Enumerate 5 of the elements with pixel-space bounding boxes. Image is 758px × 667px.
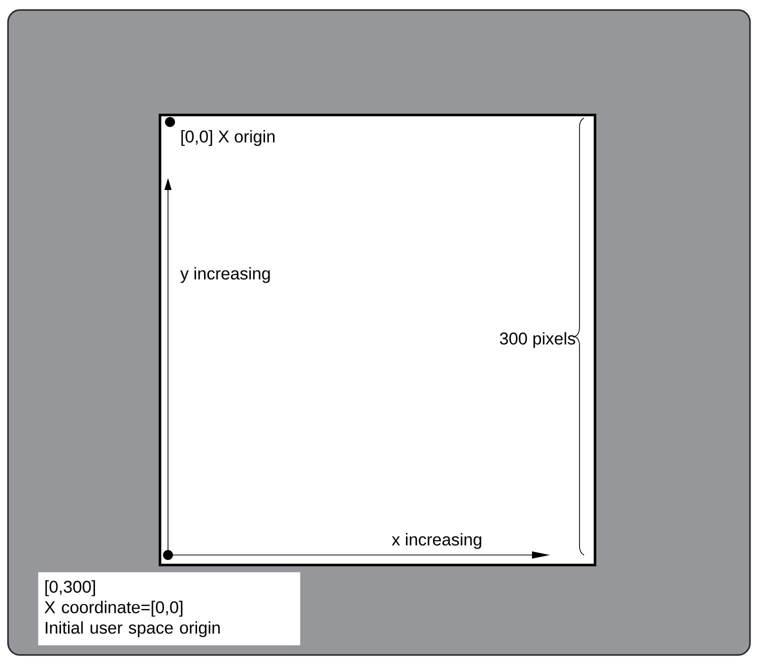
axis-label: y increasing	[180, 267, 270, 283]
callout-box: [0,300] X coordinate=[0,0] Initial user space origin	[38, 572, 300, 646]
dimension-label: 300 pixels	[500, 332, 576, 348]
origin-label: [0,0] X origin	[181, 130, 275, 146]
axis-label: x increasing	[392, 533, 482, 549]
